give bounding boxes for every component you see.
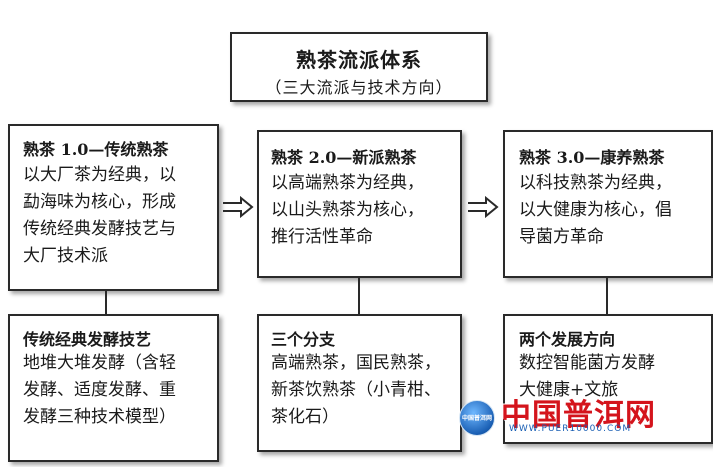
generation-box-2: 熟茶 2.0—新派熟茶 以高端熟茶为经典， 以山头熟茶为核心， 推行活性革命	[257, 130, 462, 278]
detail-3-description: 数控智能菌方发酵 大健康+文旅	[519, 350, 655, 404]
generation-1-line: 勐海味为核心，形成	[23, 192, 176, 212]
double-arrow-right-icon	[468, 196, 499, 218]
watermark-site-name: 中国普洱网	[501, 398, 656, 433]
detail-2-line: 茶化石）	[271, 407, 339, 427]
detail-1-line: 发酵三种技术模型）	[23, 407, 176, 427]
detail-1-description: 地堆大堆发酵（含轻 发酵、适度发酵、重 发酵三种技术模型）	[23, 350, 176, 431]
generation-2-line: 以高端熟茶为经典，	[271, 173, 424, 193]
generation-2-line: 推行活性革命	[271, 227, 373, 247]
generation-3-line: 以大健康为核心，倡	[519, 200, 672, 220]
generation-1-description: 以大厂茶为经典，以 勐海味为核心，形成 传统经典发酵技艺与 大厂技术派	[23, 162, 176, 270]
connector-line	[105, 291, 107, 314]
generation-3-line: 导菌方革命	[519, 227, 604, 247]
generation-3-heading: 熟茶 3.0—康养熟茶	[519, 148, 665, 167]
diagram-subtitle: （三大流派与技术方向）	[265, 78, 453, 97]
detail-box-1: 传统经典发酵技艺 地堆大堆发酵（含轻 发酵、适度发酵、重 发酵三种技术模型）	[8, 314, 219, 462]
double-arrow-right-icon	[223, 196, 254, 218]
diagram-title: 熟茶流派体系	[296, 48, 422, 72]
globe-logo-icon: 中国普洱网	[459, 400, 495, 436]
detail-2-heading: 三个分支	[271, 330, 336, 349]
watermark: 中国普洱网 中国普洱网 WWW.PUER10000.COM	[457, 392, 713, 442]
generation-3-line: 以科技熟茶为经典，	[519, 173, 672, 193]
generation-2-line: 以山头熟茶为核心，	[271, 200, 424, 220]
generation-1-line: 以大厂茶为经典，以	[23, 165, 176, 185]
detail-2-line: 新茶饮熟茶（小青柑、	[271, 380, 441, 400]
detail-2-description: 高端熟茶，国民熟茶， 新茶饮熟茶（小青柑、 茶化石）	[271, 350, 441, 431]
connector-line	[606, 278, 608, 314]
watermark-logo-text: 中国普洱网	[461, 415, 492, 422]
generation-box-1: 熟茶 1.0—传统熟茶 以大厂茶为经典，以 勐海味为核心，形成 传统经典发酵技艺…	[8, 124, 219, 291]
detail-box-2: 三个分支 高端熟茶，国民熟茶， 新茶饮熟茶（小青柑、 茶化石）	[257, 314, 462, 452]
detail-1-line: 地堆大堆发酵（含轻	[23, 353, 176, 373]
generation-1-heading: 熟茶 1.0—传统熟茶	[23, 140, 169, 159]
detail-box-3: 两个发展方向 数控智能菌方发酵 大健康+文旅	[503, 314, 713, 444]
generation-2-heading: 熟茶 2.0—新派熟茶	[271, 148, 417, 167]
generation-3-description: 以科技熟茶为经典， 以大健康为核心，倡 导菌方革命	[519, 170, 672, 251]
generation-box-3: 熟茶 3.0—康养熟茶 以科技熟茶为经典， 以大健康为核心，倡 导菌方革命	[503, 130, 713, 278]
detail-1-line: 发酵、适度发酵、重	[23, 380, 176, 400]
watermark-url: WWW.PUER10000.COM	[509, 424, 632, 434]
detail-3-line: 数控智能菌方发酵	[519, 353, 655, 373]
generation-2-description: 以高端熟茶为经典， 以山头熟茶为核心， 推行活性革命	[271, 170, 424, 251]
detail-2-line: 高端熟茶，国民熟茶，	[271, 353, 441, 373]
generation-1-line: 传统经典发酵技艺与	[23, 219, 176, 239]
detail-3-line: 大健康+文旅	[519, 380, 619, 400]
detail-3-heading: 两个发展方向	[519, 330, 616, 349]
diagram-title-box: 熟茶流派体系 （三大流派与技术方向）	[230, 32, 488, 102]
detail-1-heading: 传统经典发酵技艺	[23, 330, 152, 349]
generation-1-line: 大厂技术派	[23, 246, 108, 266]
connector-line	[358, 278, 360, 314]
